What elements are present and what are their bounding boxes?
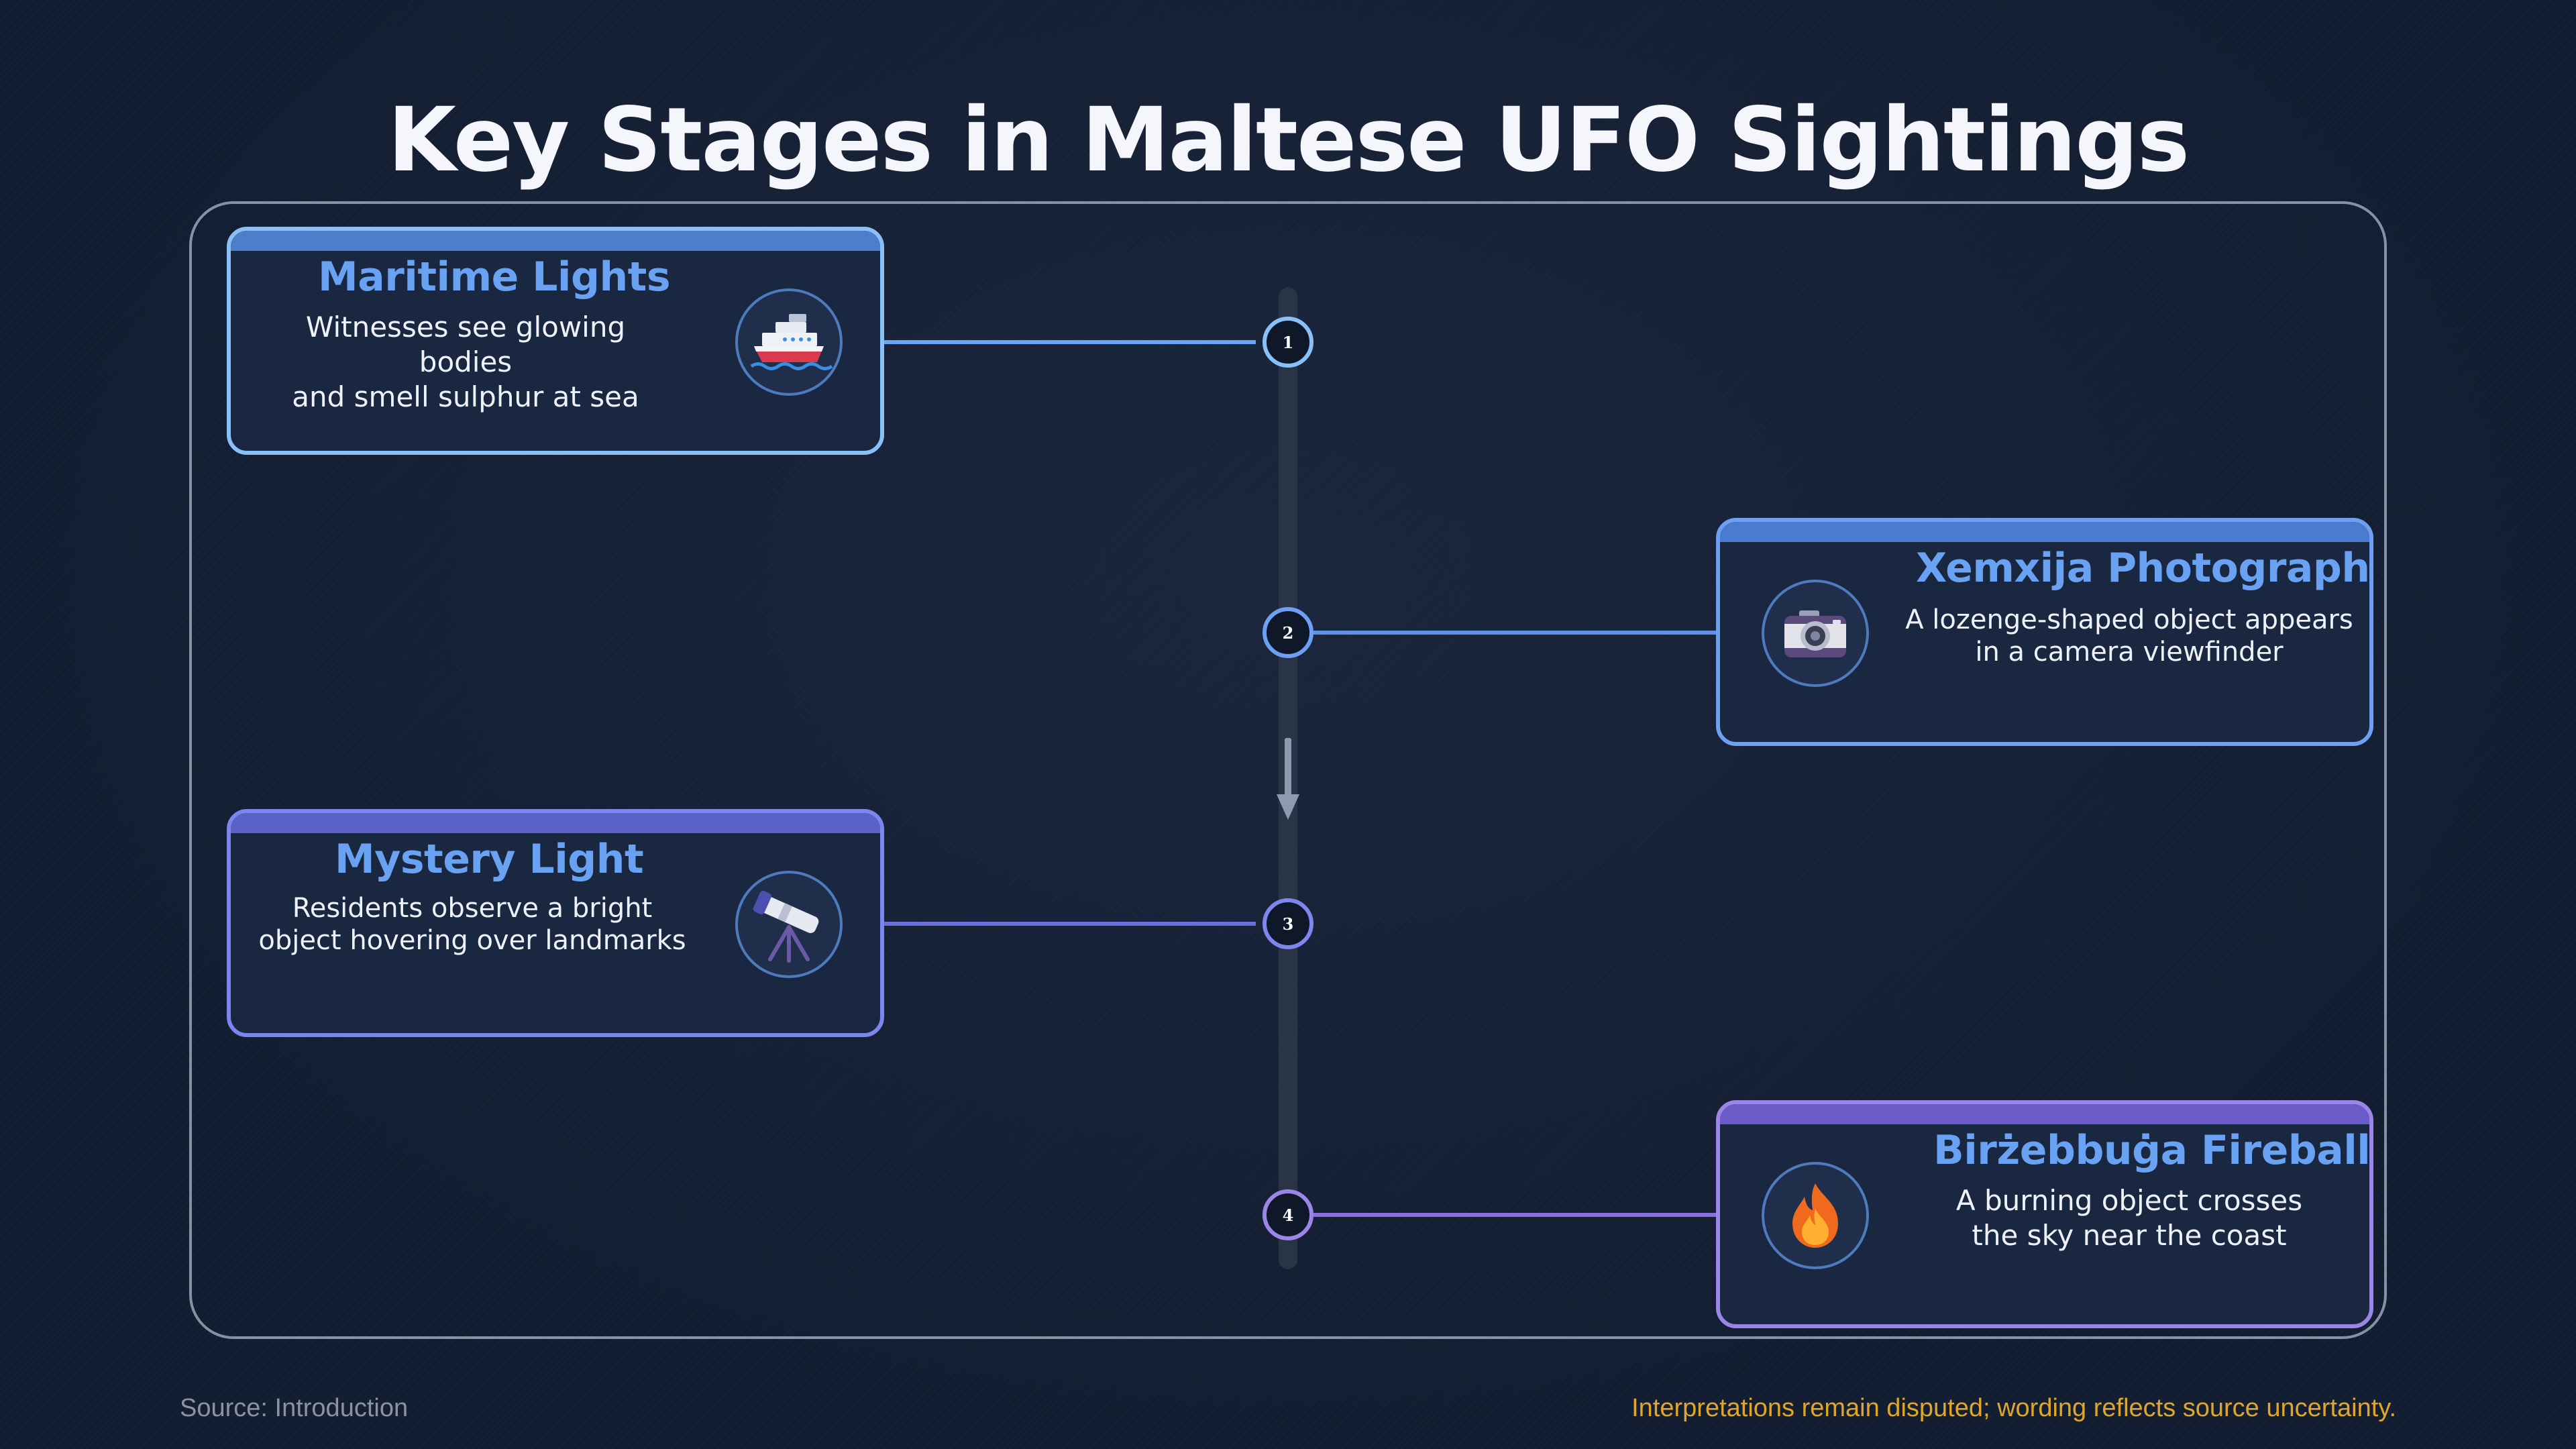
stage-title: Mystery Light [335, 836, 644, 883]
timeline-node-4: 4 [1263, 1189, 1313, 1240]
stage-description: A burning object crosses the sky near th… [1955, 1184, 2303, 1252]
source-note: Source: Introduction [180, 1394, 409, 1422]
timeline-node-3: 3 [1263, 898, 1313, 949]
page-title: Key Stages in Maltese UFO Sightings [387, 89, 2190, 192]
connector-2 [1313, 631, 1716, 635]
stage-card-xemxija-photograph: Xemxija Photograph A lozenge-shaped obje… [1716, 518, 2373, 746]
direction-arrow-shaft [1285, 738, 1291, 800]
connector-3 [884, 922, 1256, 926]
card-header-bar [1720, 1104, 2369, 1124]
telescope-icon [735, 871, 843, 978]
card-header-bar [231, 813, 880, 833]
stage-title: Maritime Lights [318, 254, 671, 301]
stage-title: Birżebbuġa Fireball [1933, 1127, 2371, 1174]
card-header-bar [231, 231, 880, 251]
timeline-node-1: 1 [1263, 317, 1313, 368]
disclaimer-note: Interpretations remain disputed; wording… [1631, 1394, 2396, 1422]
stage-card-maritime-lights: Maritime Lights Witnesses see glowing bo… [227, 227, 884, 455]
stage-title: Xemxija Photograph [1916, 545, 2370, 592]
camera-icon [1762, 580, 1869, 687]
timeline-frame [189, 201, 2387, 1339]
stage-card-mystery-light: Mystery Light Residents observe a bright… [227, 809, 884, 1037]
connector-1 [884, 340, 1256, 344]
card-header-bar [1720, 522, 2369, 542]
fire-icon [1762, 1162, 1869, 1269]
connector-4 [1313, 1213, 1716, 1217]
stage-card-birzebbuga-fireball: Birżebbuġa Fireball A burning object cro… [1716, 1100, 2373, 1328]
stage-description: Residents observe a bright object hoveri… [258, 893, 686, 956]
ship-icon [735, 288, 843, 396]
stage-description: Witnesses see glowing bodies and smell s… [292, 311, 639, 413]
stage-description: A lozenge-shaped object appears in a cam… [1905, 604, 2353, 667]
timeline-node-2: 2 [1263, 607, 1313, 658]
direction-arrow-icon [1277, 794, 1299, 820]
